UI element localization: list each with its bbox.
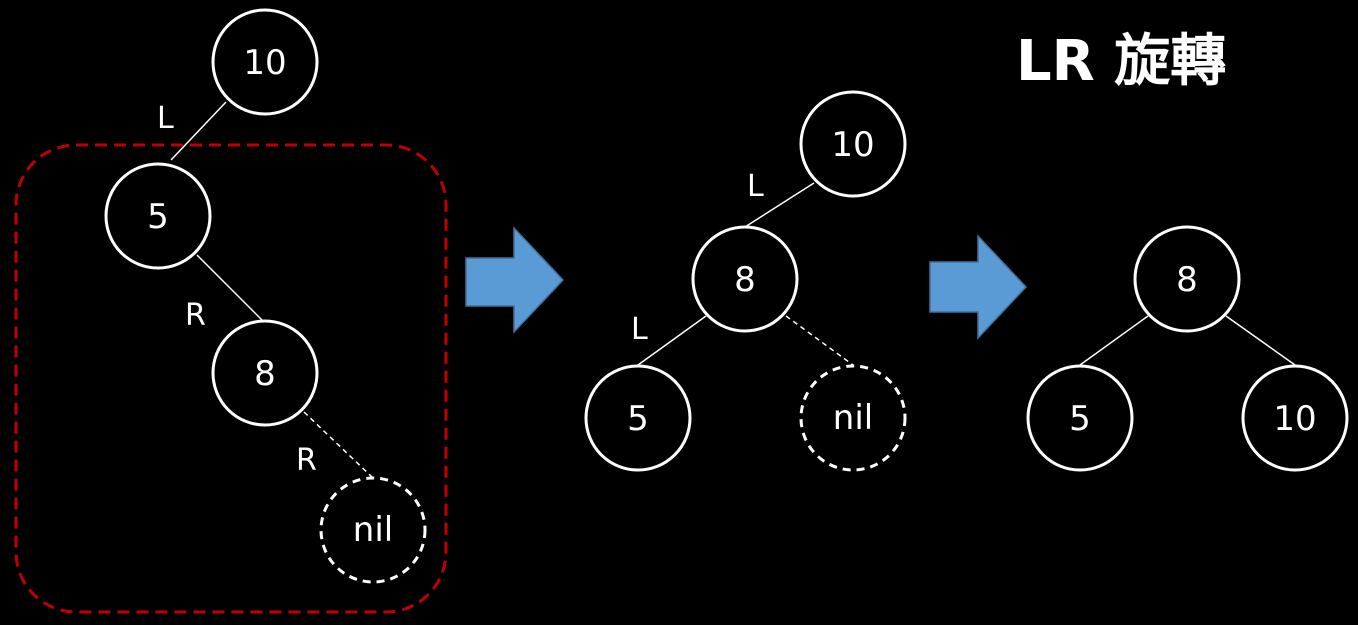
arrow-right-icon — [929, 234, 1028, 340]
node-label: 8 — [1176, 260, 1198, 300]
highlight-subtree-box — [14, 143, 448, 614]
node-label: 10 — [831, 125, 874, 165]
node-label: nil — [833, 398, 873, 438]
tree-node: 5 — [104, 162, 212, 270]
edge-label: L — [747, 169, 764, 204]
tree-node: 10 — [799, 90, 907, 198]
tree-node: 8 — [1133, 225, 1241, 333]
edge-label: R — [296, 443, 317, 478]
node-label: 10 — [243, 43, 286, 83]
tree-node: 5 — [584, 364, 692, 472]
edge-label: R — [185, 298, 206, 333]
tree-node: 8 — [691, 225, 799, 333]
nil-node: nil — [319, 476, 427, 584]
diagram-title: LR 旋轉 — [1016, 29, 1227, 94]
edge-8-5 — [637, 315, 707, 366]
node-label: 5 — [627, 399, 649, 439]
node-label: 10 — [1273, 399, 1316, 439]
node-label: 8 — [254, 354, 276, 394]
edge-10-8 — [744, 182, 815, 228]
edge-8-nil — [303, 411, 374, 479]
tree-node: 10 — [211, 8, 319, 116]
arrow-right-icon — [465, 226, 565, 334]
edge-10-5 — [170, 101, 227, 161]
edge-8-10 — [1225, 315, 1296, 366]
tree-node: 8 — [211, 319, 319, 427]
node-label: 5 — [1069, 399, 1091, 439]
node-label: 5 — [147, 197, 169, 237]
node-label: nil — [353, 510, 393, 550]
tree-node: 5 — [1026, 364, 1134, 472]
edge-8-nil — [785, 315, 854, 366]
edge-label: L — [157, 101, 174, 136]
node-label: 8 — [734, 260, 756, 300]
tree-node: 10 — [1241, 364, 1349, 472]
edge-8-5 — [1079, 315, 1149, 366]
edge-5-8 — [196, 254, 265, 323]
nil-node: nil — [799, 364, 907, 472]
edge-label: L — [631, 312, 648, 347]
